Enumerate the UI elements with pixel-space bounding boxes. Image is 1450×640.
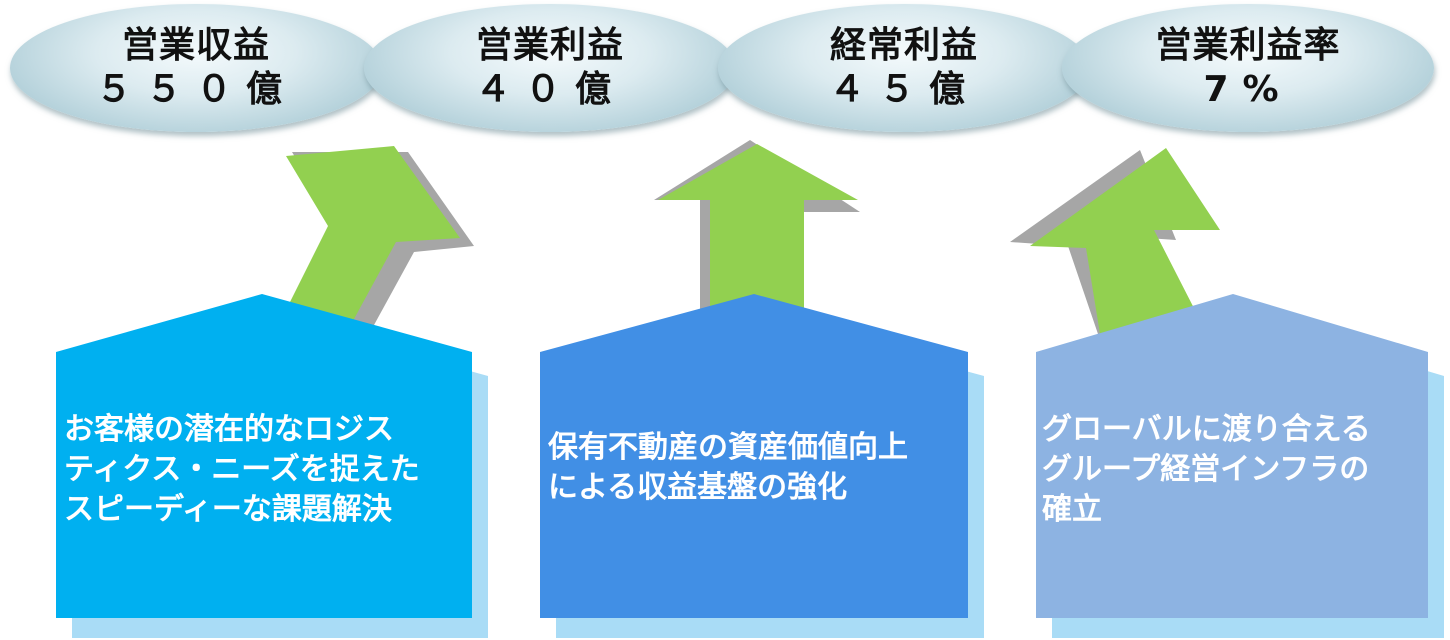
arrow-right <box>1030 148 1220 334</box>
strategy-text: お客様の潜在的なロジス ティクス・ニーズを捉えた スピーディーな課題解決 <box>64 410 484 530</box>
target-ordinary-profit: 経常利益 ４５億 <box>718 4 1090 132</box>
strategy-text: グローバルに渡り合える グループ経営インフラの 確立 <box>1042 410 1426 530</box>
arrow-center <box>658 144 858 330</box>
house-shape <box>540 294 984 638</box>
strategy-text-line: スピーディーな課題解決 <box>64 492 392 527</box>
target-label: 営業利益率 <box>1155 25 1341 66</box>
target-operating-revenue: 営業収益 ５５０億 <box>10 4 382 132</box>
target-value: ４０億 <box>474 69 625 110</box>
target-operating-profit: 営業利益 ４０億 <box>364 4 736 132</box>
strategy-house-global: グローバルに渡り合える グループ経営インフラの 確立 <box>1036 292 1446 638</box>
target-label: 経常利益 <box>829 25 978 66</box>
strategy-text: 保有不動産の資産価値向上 による収益基盤の強化 <box>548 428 968 508</box>
strategy-text-line: ティクス・ニーズを捉えた <box>64 452 420 487</box>
house-shape <box>56 294 488 638</box>
target-operating-margin: 営業利益率 7% <box>1062 4 1434 132</box>
strategy-text-line: お客様の潜在的なロジス <box>64 412 394 447</box>
strategy-text-line: グループ経営インフラの <box>1042 452 1370 487</box>
target-value: 7% <box>1203 69 1293 110</box>
strategy-text-line: 保有不動産の資産価値向上 <box>548 430 908 465</box>
target-value: ４５億 <box>828 69 979 110</box>
house-shape <box>1036 294 1444 638</box>
target-value: ５５０億 <box>95 69 296 110</box>
strategy-house-real-estate: 保有不動産の資産価値向上 による収益基盤の強化 <box>540 292 986 638</box>
target-label: 営業利益 <box>475 25 624 66</box>
strategy-text-line: グローバルに渡り合える <box>1042 412 1371 447</box>
arrow-left <box>278 146 460 330</box>
target-label: 営業収益 <box>121 25 270 66</box>
strategy-text-line: 確立 <box>1042 492 1102 527</box>
strategy-text-line: による収益基盤の強化 <box>548 470 848 505</box>
strategy-house-customer: お客様の潜在的なロジス ティクス・ニーズを捉えた スピーディーな課題解決 <box>56 292 490 638</box>
